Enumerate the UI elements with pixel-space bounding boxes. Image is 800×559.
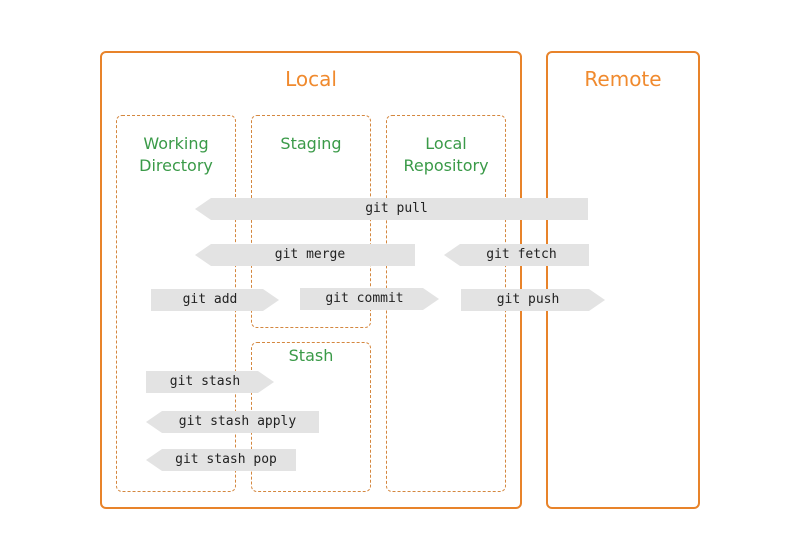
git-stash-arrow: git stash [146, 371, 274, 393]
git-stash-apply-arrow: git stash apply [146, 411, 319, 433]
remote-title: Remote [584, 67, 662, 91]
local-container [100, 51, 522, 509]
git-commit-arrow: git commit [300, 288, 439, 310]
local-title: Local [285, 67, 337, 91]
stash-label: Stash [288, 346, 334, 365]
working-directory-label: Working Directory [139, 134, 213, 175]
remote-container [546, 51, 700, 509]
git-merge-arrow: git merge [195, 244, 415, 266]
git-push-arrow: git push [461, 289, 605, 311]
git-stash-pop-arrow: git stash pop [146, 449, 296, 471]
git-fetch-arrow: git fetch [444, 244, 589, 266]
staging-area [251, 115, 371, 328]
local-repository-label: Local Repository [403, 134, 489, 175]
git-pull-arrow: git pull [195, 198, 588, 220]
git-add-arrow: git add [151, 289, 279, 311]
staging-label: Staging [280, 134, 342, 153]
